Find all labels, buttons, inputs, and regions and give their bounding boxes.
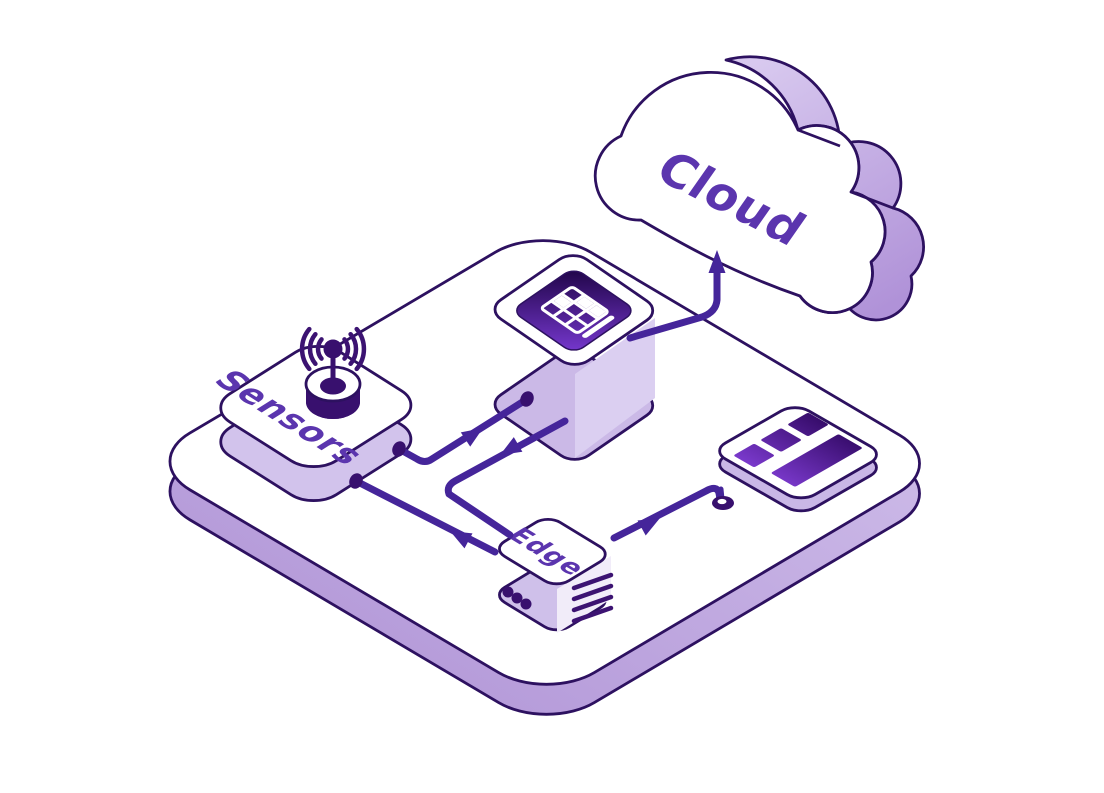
table-cell-filled [576,296,594,309]
cloud-node: Cloud [595,57,923,320]
antenna-ball [323,339,343,359]
cable-sensors-to-datastore [395,397,528,465]
table-cell-filled [588,305,607,318]
cable-edge-to-sensors [352,477,499,556]
edge-vents-icon [571,572,614,624]
port-socket-datastore [520,391,534,407]
cloud-seam-upper [798,130,840,146]
dashboard-node [711,403,884,516]
datastore-cube-right-face [575,318,655,458]
data-table-panel [511,267,636,353]
arrowhead-to-dashboard [637,518,660,536]
port-socket-sensors-upper [392,441,406,457]
antenna-signal-arc [307,331,318,367]
antenna-signal-arc [299,326,312,372]
port-socket-sensors-lower [349,473,363,489]
antenna-signal-arc [315,337,324,361]
cable-datastore-to-cloud [626,258,721,342]
table-cell-filled [553,295,572,308]
data-table-icon [541,287,615,338]
bar-block [788,413,828,436]
plug-dashboard [712,486,734,510]
sensors-node: Sensors [205,326,434,509]
table-scrollbar [582,315,615,338]
bar-long [771,434,862,487]
antenna-signal-arc [342,337,351,361]
cloud-face [595,72,885,312]
edge-cube-top [492,515,612,588]
arrowhead-to-cloud [708,250,726,273]
bar-block [761,428,801,452]
arrowhead-to-edge [500,437,523,455]
antenna-base-hub [320,377,346,395]
bar-blocks-icon [734,413,862,487]
arrowhead-to-datastore [460,428,483,447]
edge-dots-icon [502,586,532,610]
wifi-antenna-icon [299,326,367,419]
cable-datastore-to-edge [444,417,569,539]
arrowhead-to-sensors [450,531,473,549]
cloud-seam-lower [851,192,893,208]
dashboard-tile-top [711,403,884,503]
plug-hole [717,498,727,505]
connections [349,250,734,556]
datastore-node [487,250,655,465]
antenna-signal-arc [354,326,367,372]
antenna-signal-arc [348,331,359,367]
bar-block [734,444,774,467]
